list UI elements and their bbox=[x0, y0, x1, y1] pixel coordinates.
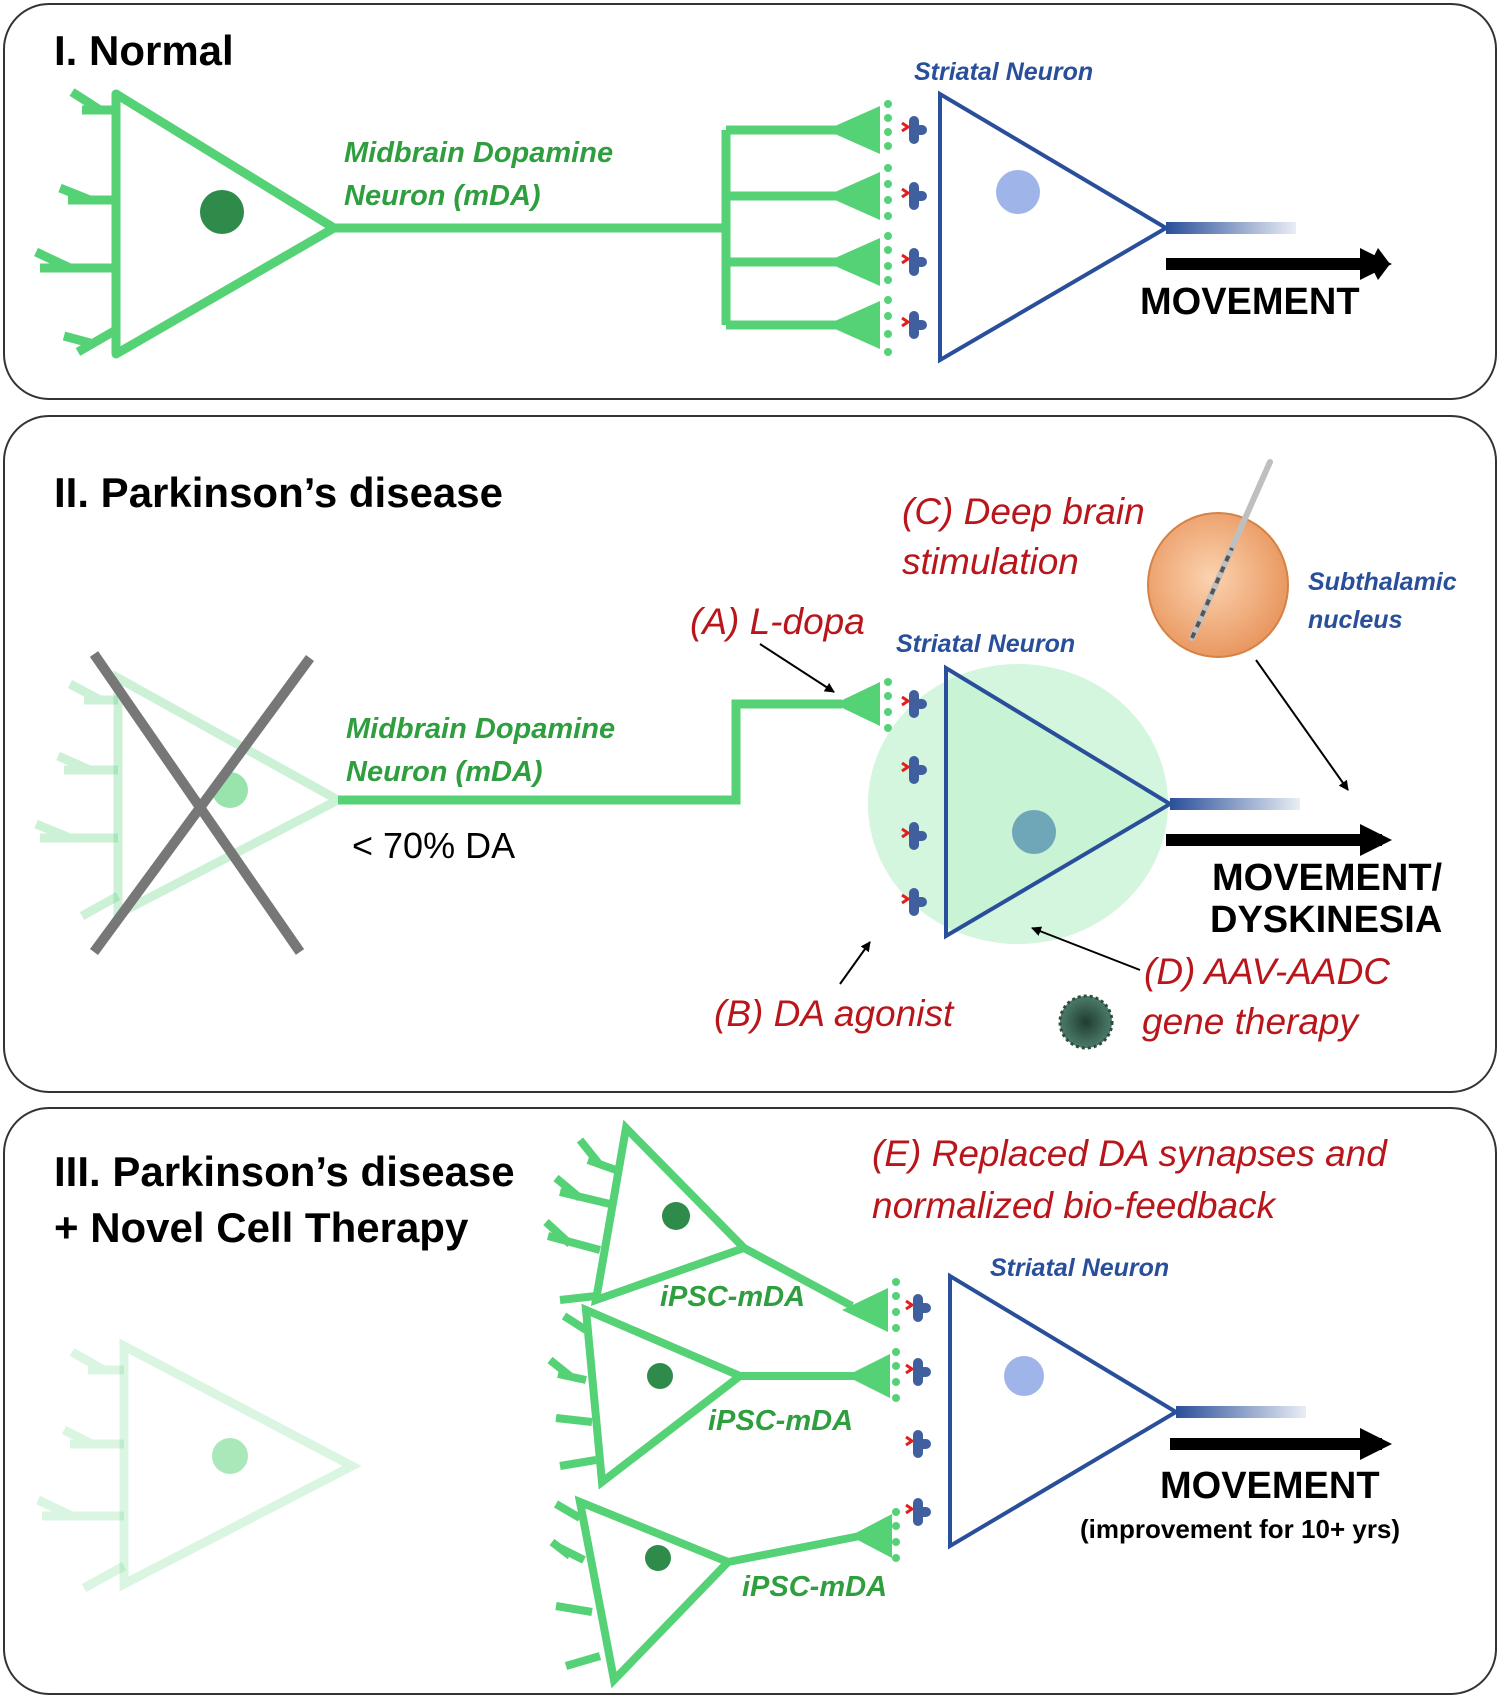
normal-mda-terminals bbox=[826, 100, 892, 356]
pd-gene-therapy-region bbox=[868, 664, 1168, 944]
pd-terminal-dots bbox=[884, 678, 892, 732]
therapy-a-label: (A) L-dopa bbox=[690, 601, 865, 642]
cell-movement-arrow bbox=[1170, 1428, 1392, 1460]
pd-mda-label-2: Neuron (mDA) bbox=[346, 756, 543, 788]
pd-output-label-2: DYSKINESIA bbox=[1210, 899, 1442, 941]
panel-cell-title-1: III. Parkinson’s disease bbox=[54, 1148, 515, 1195]
normal-striatal-label: Striatal Neuron bbox=[914, 58, 1093, 86]
stn-electrode-illustration bbox=[1147, 459, 1289, 658]
pd-striatal-neuron bbox=[944, 664, 1300, 940]
therapy-e-label-1: (E) Replaced DA synapses and bbox=[872, 1133, 1388, 1174]
ipsc-label-1: iPSC-mDA bbox=[660, 1281, 805, 1313]
normal-mda-label-1: Midbrain Dopamine bbox=[344, 137, 613, 169]
pd-mda-label-1: Midbrain Dopamine bbox=[346, 713, 615, 745]
pd-da-level: < 70% DA bbox=[352, 825, 515, 866]
therapy-e-label-2: normalized bio-feedback bbox=[872, 1185, 1278, 1226]
therapy-d-label-2: gene therapy bbox=[1142, 1001, 1361, 1042]
panel-cell-title-2: + Novel Cell Therapy bbox=[54, 1204, 469, 1251]
panel-cell-frame bbox=[3, 1107, 1497, 1695]
ipsc-neuron-3 bbox=[549, 1495, 861, 1689]
panel-pd-frame bbox=[3, 415, 1497, 1093]
pd-movement-arrow bbox=[1166, 824, 1392, 856]
therapy-c-label-1: (C) Deep brain bbox=[902, 491, 1145, 532]
therapy-b-label: (B) DA agonist bbox=[714, 993, 955, 1034]
normal-mda-nucleus bbox=[200, 190, 244, 234]
cell-output-note: (improvement for 10+ yrs) bbox=[1080, 1514, 1400, 1544]
pd-output-label-1: MOVEMENT/ bbox=[1212, 857, 1443, 899]
therapy-c-label-2: stimulation bbox=[902, 541, 1079, 582]
cell-striatal-neuron bbox=[948, 1272, 1306, 1550]
cell-faded-mda-neuron bbox=[36, 1338, 362, 1592]
normal-movement-arrow bbox=[1166, 248, 1392, 280]
therapy-c-arrow bbox=[1255, 659, 1349, 791]
pd-striatal-label: Striatal Neuron bbox=[896, 630, 1075, 658]
panel-pd-title: II. Parkinson’s disease bbox=[54, 469, 503, 516]
therapy-d-arrow bbox=[1031, 926, 1141, 971]
virus-particle-illustration bbox=[1058, 994, 1114, 1050]
pd-mda-terminal bbox=[834, 682, 880, 726]
ipsc-label-2: iPSC-mDA bbox=[708, 1405, 853, 1437]
cell-terminal-dots bbox=[892, 1278, 900, 1562]
therapy-b-arrow bbox=[839, 941, 871, 985]
ipsc-terminal-1 bbox=[842, 1288, 888, 1332]
ipsc-terminal-2 bbox=[846, 1354, 890, 1398]
therapy-a-arrow bbox=[759, 643, 835, 693]
pd-remaining-axon bbox=[338, 699, 842, 805]
ipsc-terminal-3 bbox=[850, 1514, 892, 1558]
cell-output-label: MOVEMENT bbox=[1160, 1465, 1380, 1507]
stn-label-1: Subthalamic bbox=[1308, 568, 1457, 596]
normal-striatal-neuron bbox=[938, 90, 1296, 364]
normal-output-label: MOVEMENT bbox=[1140, 281, 1360, 323]
cell-striatal-label: Striatal Neuron bbox=[990, 1254, 1169, 1282]
ipsc-label-3: iPSC-mDA bbox=[742, 1571, 887, 1603]
stn-label-2: nucleus bbox=[1308, 606, 1403, 634]
panel-normal-title: I. Normal bbox=[54, 27, 234, 74]
normal-mda-neuron bbox=[34, 88, 848, 359]
normal-mda-label-2: Neuron (mDA) bbox=[344, 180, 541, 212]
panel-normal-frame bbox=[3, 3, 1497, 400]
ipsc-neuron-2 bbox=[547, 1303, 856, 1490]
pd-cross-mark bbox=[89, 651, 315, 955]
therapy-d-label-1: (D) AAV-AADC bbox=[1144, 951, 1390, 992]
ipsc-neuron-1 bbox=[543, 1119, 854, 1310]
